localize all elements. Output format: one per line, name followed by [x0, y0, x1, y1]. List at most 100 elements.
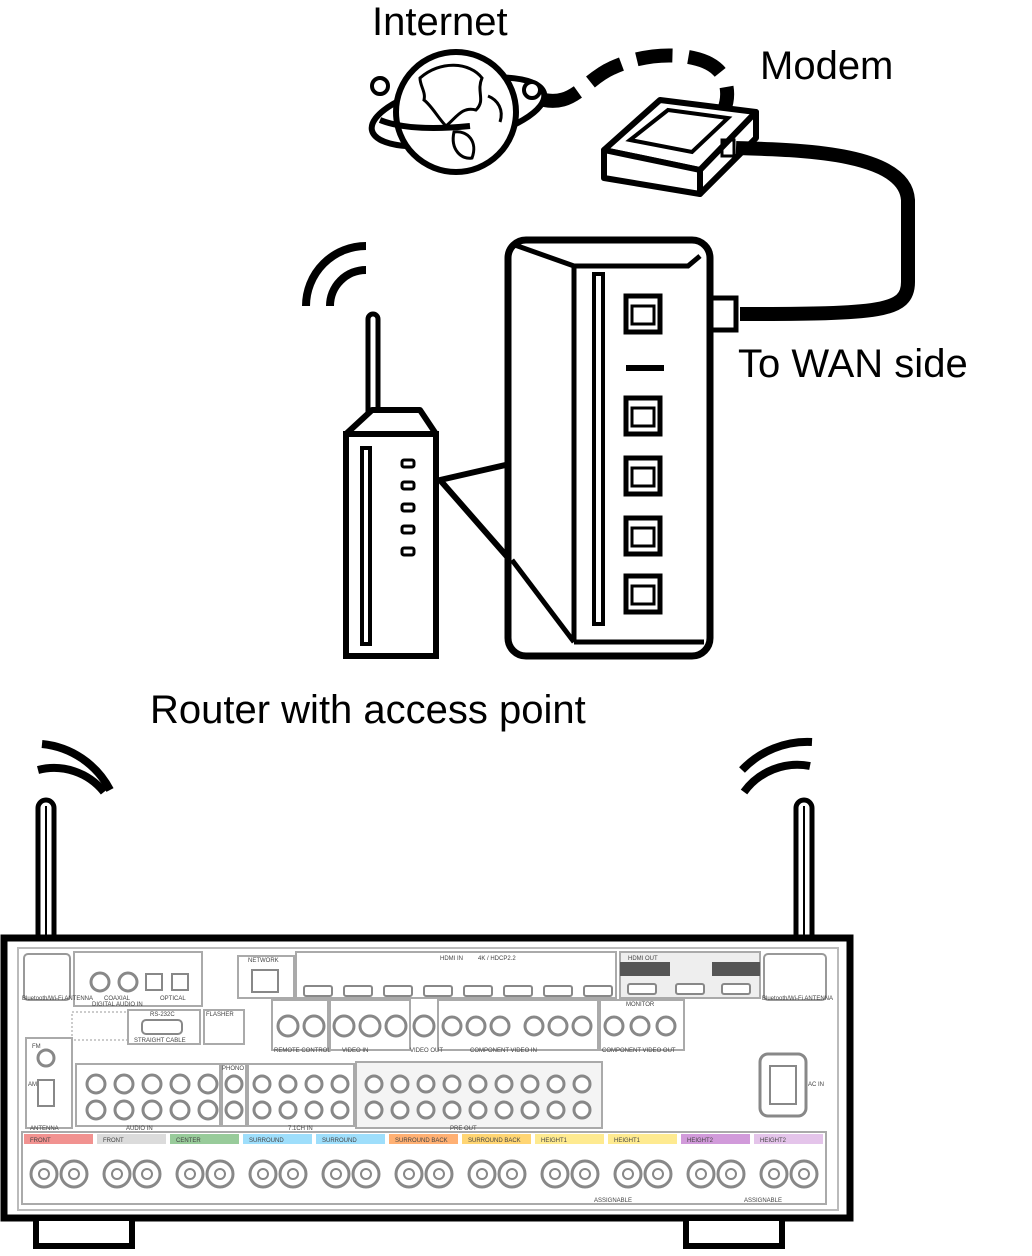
speaker-color-strip [681, 1134, 750, 1144]
straight-cable-panel-label: STRAIGHT CABLE [134, 1038, 186, 1044]
speaker-label: SURROUND BACK [468, 1138, 521, 1144]
speaker-terminal [613, 1159, 643, 1189]
pre-out-panel-label: PRE OUT [450, 1126, 477, 1132]
speaker-terminal-core [287, 1168, 299, 1180]
speaker-label: HEIGHT2 [760, 1138, 787, 1144]
speaker-terminal-core [798, 1168, 810, 1180]
wan-side-label: To WAN side [738, 342, 968, 386]
speaker-terminal-core [579, 1168, 591, 1180]
antenna-left-panel-label: Bluetooth/Wi-Fi ANTENNA [22, 996, 93, 1002]
antenna-panel-label: ANTENNA [30, 1126, 59, 1132]
wan-port [623, 293, 663, 335]
speaker-terminal [29, 1159, 59, 1189]
optical-panel-label: OPTICAL [160, 996, 186, 1002]
phono-panel-label: PHONO [222, 1066, 244, 1072]
speaker-terminal-core [360, 1168, 372, 1180]
wifi-waves-right-icon [739, 737, 813, 795]
digital-audio-in-panel-label: DIGITAL AUDIO IN [92, 1002, 143, 1008]
speaker-terminal [102, 1159, 132, 1189]
ac-in-panel-label: AC IN [808, 1082, 824, 1088]
modem-icon [601, 97, 759, 276]
speaker-terminal [497, 1159, 527, 1189]
hdmi-in-spec-label: 4K / HDCP2.2 [478, 956, 516, 962]
wan-cable [735, 141, 915, 321]
callout-pointer [437, 461, 513, 562]
speaker-label: SURROUND [249, 1138, 284, 1144]
rs232c-panel-label: RS-232C [150, 1012, 175, 1018]
speaker-terminal-core [184, 1168, 196, 1180]
speaker-terminal-core [68, 1168, 80, 1180]
monitor-panel-label: MONITOR [626, 1002, 655, 1008]
assignable-panel-label-2: ASSIGNABLE [744, 1198, 782, 1204]
speaker-terminal [321, 1159, 351, 1189]
speaker-terminal [278, 1159, 308, 1189]
speaker-color-strip [97, 1134, 166, 1144]
speaker-terminal-core [330, 1168, 342, 1180]
speaker-label: SURROUND BACK [395, 1138, 448, 1144]
audio-in-panel-label: AUDIO IN [126, 1126, 153, 1132]
speaker-terminal [467, 1159, 497, 1189]
assignable-panel-label-1: ASSIGNABLE [594, 1198, 632, 1204]
speaker-terminal [643, 1159, 673, 1189]
speaker-color-strip [608, 1134, 677, 1144]
remote-control-panel-label: REMOTE CONTROL [274, 1048, 331, 1054]
speaker-terminal [424, 1159, 454, 1189]
speaker-terminal-core [111, 1168, 123, 1180]
ch-in-panel-label: 7.1CH IN [288, 1126, 313, 1132]
globe-icon [368, 49, 548, 175]
speaker-terminal-core [141, 1168, 153, 1180]
speaker-terminal-core [725, 1168, 737, 1180]
router-label: Router with access point [150, 688, 586, 732]
speaker-terminal [205, 1159, 235, 1189]
coaxial-panel-label: COAXIAL [104, 996, 131, 1002]
speaker-label: SURROUND [322, 1138, 357, 1144]
hdmi-out-panel-label: HDMI OUT [628, 956, 658, 962]
lan-port [623, 515, 663, 557]
speaker-terminal-core [433, 1168, 445, 1180]
speaker-color-strip [754, 1134, 823, 1144]
speaker-label: CENTER [176, 1138, 201, 1144]
hdmi-in-panel-label: HDMI IN [440, 956, 463, 962]
speaker-terminal-core [214, 1168, 226, 1180]
speaker-label: HEIGHT1 [541, 1138, 568, 1144]
internet-label: Internet [372, 0, 508, 44]
speaker-terminal-core [403, 1168, 415, 1180]
speaker-terminal-core [622, 1168, 634, 1180]
speaker-terminal-core [38, 1168, 50, 1180]
speaker-terminal-core [652, 1168, 664, 1180]
av-receiver-rear-panel: FRONT FRONT CENTER SURROUND SURROUND SURROUND… [0, 934, 854, 1249]
speaker-terminal-core [476, 1168, 488, 1180]
speaker-color-strip [535, 1134, 604, 1144]
network-panel-label: NETWORK [248, 958, 279, 964]
speaker-terminal [394, 1159, 424, 1189]
speaker-color-strip [389, 1134, 458, 1144]
component-video-out-panel-label: COMPONENT VIDEO OUT [602, 1048, 676, 1054]
antenna-right-icon [793, 797, 815, 975]
speaker-terminal-core [257, 1168, 269, 1180]
video-in-panel-label: VIDEO IN [342, 1048, 368, 1054]
speaker-terminal [789, 1159, 819, 1189]
speaker-color-strip [462, 1134, 531, 1144]
antenna-right-panel-label: Bluetooth/Wi-Fi ANTENNA [762, 996, 833, 1002]
speaker-terminal [59, 1159, 89, 1189]
fm-panel-label: FM [32, 1044, 41, 1050]
speaker-color-strip [24, 1134, 93, 1144]
lan-port [623, 395, 663, 437]
internet-connection-line [542, 48, 735, 113]
speaker-label: FRONT [103, 1138, 124, 1144]
speaker-terminal-core [506, 1168, 518, 1180]
speaker-terminal [351, 1159, 381, 1189]
speaker-terminal [570, 1159, 600, 1189]
speaker-label: HEIGHT1 [614, 1138, 641, 1144]
lan-port [623, 573, 663, 615]
speaker-terminal-core [768, 1168, 780, 1180]
video-out-panel-label: VIDEO OUT [410, 1048, 443, 1054]
speaker-terminal [175, 1159, 205, 1189]
router-icon [302, 242, 439, 659]
speaker-terminal [540, 1159, 570, 1189]
speaker-label: FRONT [30, 1138, 51, 1144]
lan-port [623, 455, 663, 497]
speaker-color-strip [316, 1134, 385, 1144]
